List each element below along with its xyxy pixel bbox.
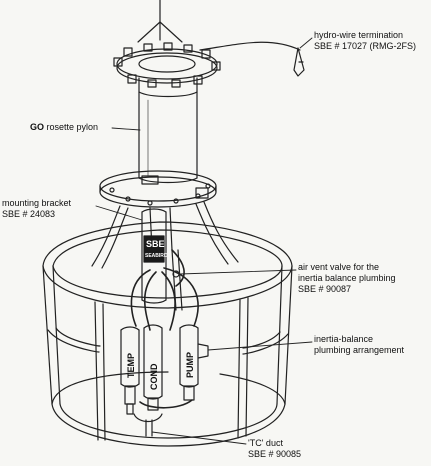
rosette-pylon-label-text: rosette pylon	[44, 122, 99, 132]
tc-duct-label-line1: 'TC' duct	[248, 438, 283, 448]
cond-label: COND	[149, 363, 159, 390]
air-vent-label: air vent valve for the inertia balance p…	[298, 262, 396, 295]
hydro-wire	[137, 0, 305, 77]
cond-sensor	[143, 324, 163, 411]
inertia-balance-label-line1: inertia-balance	[314, 334, 374, 344]
air-vent-valve	[171, 249, 183, 311]
top-ring	[113, 42, 221, 88]
hydro-wire-label: hydro-wire termination SBE # 17027 (RMG-…	[314, 30, 416, 52]
air-vent-label-line3: SBE # 90087	[298, 284, 352, 294]
leader-lines	[95, 37, 313, 445]
rosette-pylon	[138, 77, 198, 184]
mounting-bracket-label-line1: mounting bracket	[2, 198, 72, 208]
air-vent-label-line1: air vent valve for the	[298, 262, 380, 272]
pump-label: PUMP	[185, 352, 195, 378]
air-vent-label-line2: inertia balance plumbing	[298, 273, 396, 283]
sbe-label: SBE	[146, 239, 165, 249]
hydro-wire-label-line2: SBE # 17027 (RMG-2FS)	[314, 41, 417, 51]
rosette-pylon-label-prefix: GO	[30, 122, 45, 132]
temp-sensor	[120, 326, 140, 415]
tc-duct-label: 'TC' duct SBE # 90085	[248, 438, 301, 460]
temp-label: TEMP	[126, 353, 136, 378]
mounting-ring	[99, 170, 217, 208]
cage-frame	[42, 221, 293, 447]
rosette-pylon-label: GO rosette pylon	[30, 122, 98, 133]
mounting-bracket-label: mounting bracket SBE # 24083	[2, 198, 71, 220]
sbe-housing	[141, 208, 167, 304]
tc-duct-label-line2: SBE # 90085	[248, 449, 302, 459]
inertia-balance-label-line2: plumbing arrangement	[314, 345, 405, 355]
tc-duct	[133, 413, 163, 437]
hydro-wire-label-line1: hydro-wire termination	[314, 30, 404, 40]
mounting-bracket-label-line2: SBE # 24083	[2, 209, 56, 219]
pump	[179, 324, 209, 401]
inertia-balance-label: inertia-balance plumbing arrangement	[314, 334, 404, 356]
sbe-sub-label: SEABIRD	[145, 253, 168, 259]
support-struts	[91, 201, 239, 269]
